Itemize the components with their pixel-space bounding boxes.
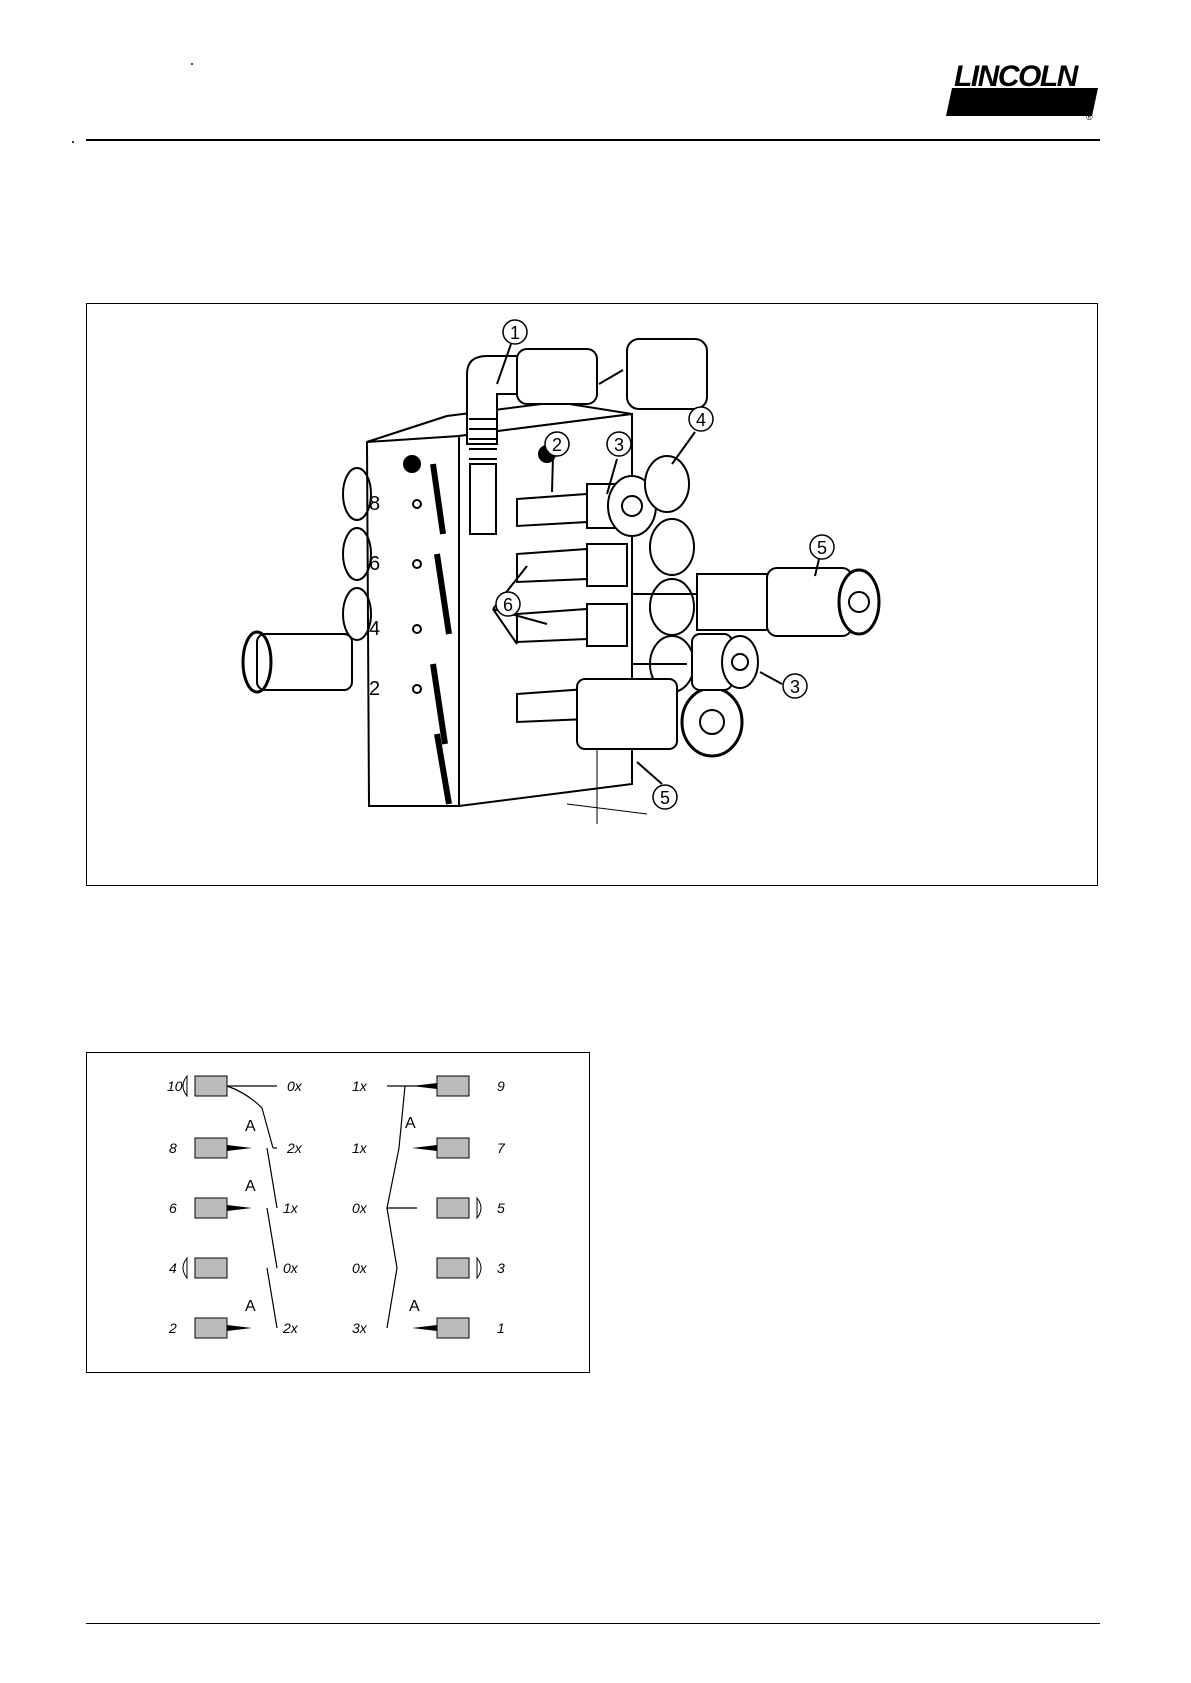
outlet-number: 1 bbox=[497, 1320, 505, 1336]
amount-label: 0x bbox=[283, 1260, 299, 1276]
block-number-6: 6 bbox=[369, 553, 380, 575]
restrictor-label: A bbox=[405, 1115, 416, 1132]
callout-2: 2 bbox=[552, 435, 562, 455]
exploded-view-figure: 1 2 3 4 5 6 3 5 8 6 4 2 bbox=[86, 303, 1098, 886]
callout-3-lower: 3 bbox=[790, 677, 800, 697]
stray-mark bbox=[191, 63, 193, 65]
divider-block-illustration: 1 2 3 4 5 6 3 5 8 6 4 2 bbox=[87, 304, 1096, 884]
block-number-2: 2 bbox=[369, 678, 380, 700]
outlet-number: 6 bbox=[169, 1200, 177, 1216]
callout-1: 1 bbox=[510, 323, 520, 343]
callout-5-lower: 5 bbox=[660, 788, 670, 808]
registered-mark: ® bbox=[1086, 112, 1093, 120]
lincoln-logo: LINCOLN ® bbox=[946, 58, 1098, 120]
outlet-schematic: 10 8 6 4 2 0x 2x 1x 0x 2x 1x 1x 0x 0x 3x… bbox=[87, 1053, 588, 1371]
callout-5: 5 bbox=[817, 538, 827, 558]
stray-mark bbox=[72, 141, 74, 143]
restrictor-label: A bbox=[409, 1298, 420, 1315]
amount-label: 0x bbox=[352, 1260, 368, 1276]
callout-3: 3 bbox=[614, 435, 624, 455]
amount-label: 1x bbox=[352, 1140, 368, 1156]
outlet-number: 5 bbox=[497, 1200, 505, 1216]
outlet-number: 4 bbox=[169, 1260, 177, 1276]
callout-4: 4 bbox=[696, 410, 706, 430]
amount-label: 0x bbox=[287, 1078, 303, 1094]
amount-label: 2x bbox=[282, 1320, 299, 1336]
restrictor-label: A bbox=[245, 1178, 256, 1195]
callout-6: 6 bbox=[503, 595, 513, 615]
amount-label: 0x bbox=[352, 1200, 368, 1216]
outlet-number: 2 bbox=[168, 1320, 177, 1336]
footer-rule bbox=[86, 1623, 1100, 1624]
header-rule bbox=[86, 139, 1100, 141]
restrictor-label: A bbox=[245, 1298, 256, 1315]
restrictor-label: A bbox=[245, 1118, 256, 1135]
amount-label: 2x bbox=[286, 1140, 303, 1156]
amount-label: 1x bbox=[352, 1078, 368, 1094]
block-number-4: 4 bbox=[369, 618, 380, 640]
outlet-number: 8 bbox=[169, 1140, 177, 1156]
outlet-number: 7 bbox=[497, 1140, 506, 1156]
outlet-number: 3 bbox=[497, 1260, 505, 1276]
outlet-combination-figure: 10 8 6 4 2 0x 2x 1x 0x 2x 1x 1x 0x 0x 3x… bbox=[86, 1052, 590, 1373]
amount-label: 3x bbox=[352, 1320, 368, 1336]
block-number-8: 8 bbox=[369, 493, 380, 515]
outlet-number: 9 bbox=[497, 1078, 505, 1094]
outlet-number: 10 bbox=[167, 1078, 183, 1094]
amount-label: 1x bbox=[283, 1200, 299, 1216]
